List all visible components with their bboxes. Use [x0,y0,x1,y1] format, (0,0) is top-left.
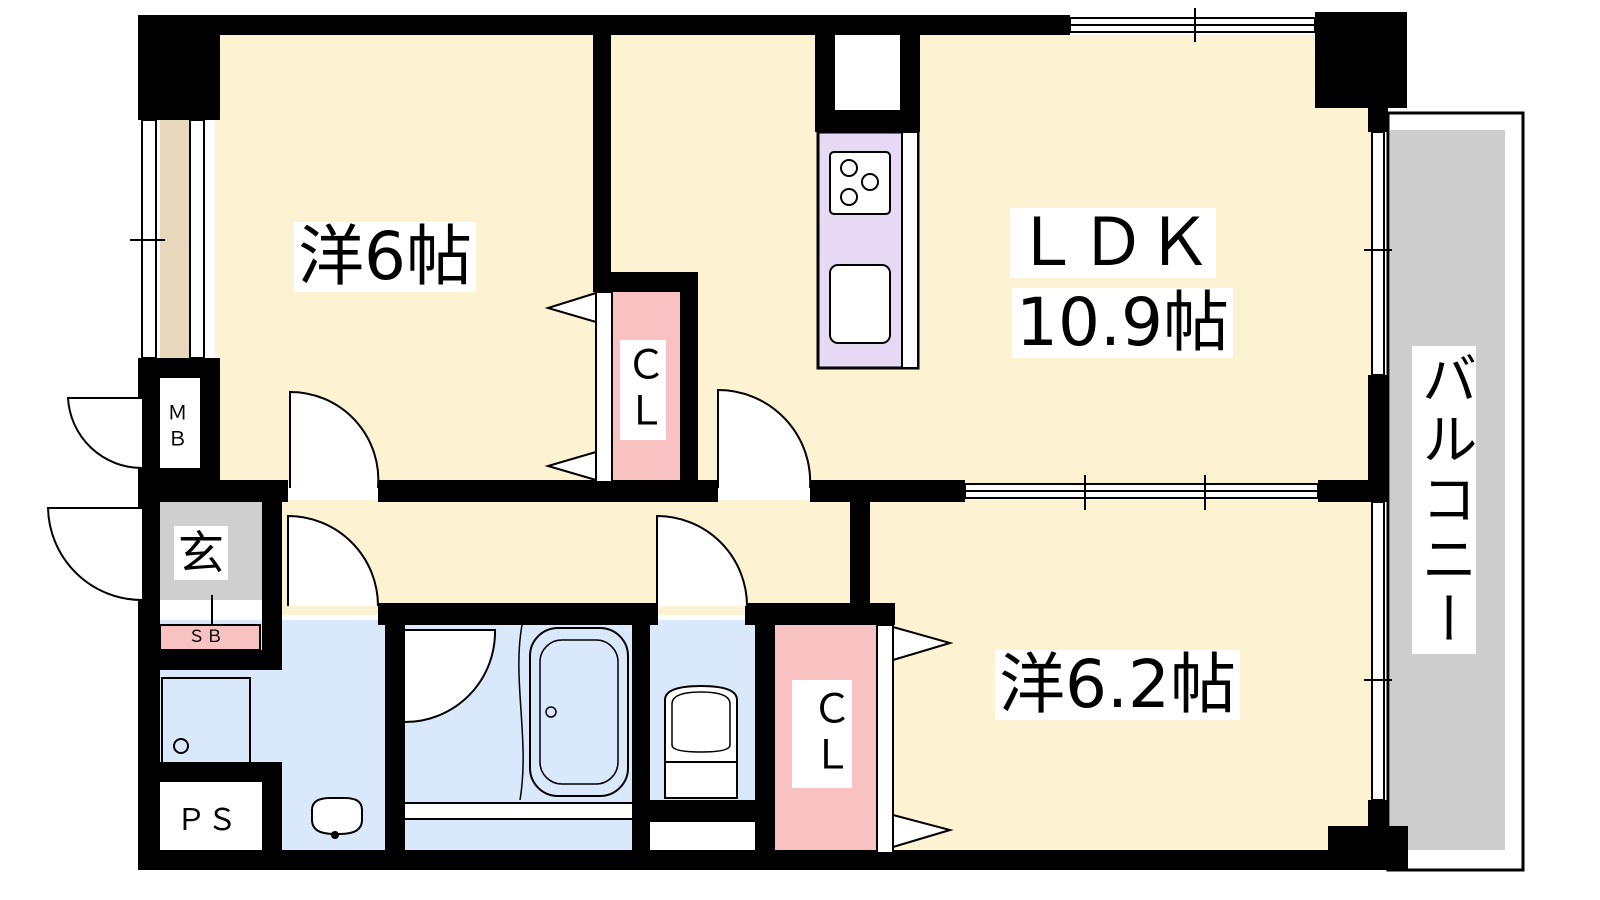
kitchen-duct-left [815,35,835,132]
wall-north [138,15,1070,35]
door-mb [66,397,143,470]
toilet-tank [664,761,738,799]
washing-machine-drain [173,738,189,754]
burner-1 [840,159,858,177]
wall-east-top [1368,100,1388,132]
door-front-entry [46,507,143,601]
wall-mid-3 [810,480,965,502]
wall-mid-4 [1318,480,1388,502]
kitchen-duct-space [835,35,900,110]
wall-genkan-east [262,500,282,660]
door-washroom [287,514,379,607]
window-east-upper [1371,131,1385,376]
bath-step [399,802,636,820]
stove-icon [829,151,891,215]
wall-mb-right [200,372,220,480]
kitchen-backsplash [901,131,919,369]
bathtub-inner [539,639,619,785]
washbasin-icon [311,797,363,835]
windows [130,8,1525,872]
window-west-frame [189,119,205,359]
washbasin-tap [331,831,339,839]
pillar-ne [1315,12,1407,108]
toilet-seat [671,691,731,753]
closet-frame-south [876,624,894,854]
wall-mid-2 [378,480,718,502]
bath-fixtures [161,624,738,839]
wall-toilet-bottom [648,800,758,822]
walls [138,12,1408,870]
closet-label-north: ＣＬ [619,340,666,440]
doors [46,291,954,854]
burner-3 [840,188,858,206]
mb-label: ＭＢ [164,402,188,454]
burner-2 [861,173,879,191]
wall-mid-1 [138,480,288,502]
closet-frame-north [595,291,613,483]
wall-bath-toilet [632,620,650,860]
bathtub-drain [545,706,557,718]
wall-wet-top-1 [378,603,658,625]
wall-east-mid [1368,375,1388,500]
mb-box [160,378,200,468]
wall-ps-right [262,762,282,860]
wall-east-bottom [1368,800,1388,860]
closet-top-wall [593,272,698,292]
balcony-railing [1386,111,1525,872]
door-bathroom [404,629,497,723]
kitchen-sink-icon [829,264,891,344]
bath-curtain [518,624,524,801]
door-ldk [717,388,812,489]
genkan-label: 玄 [174,526,228,580]
closet-label-south: ＣＬ [792,680,852,788]
door-room1 [289,390,380,489]
sb-label: ＳＢ [188,627,224,647]
wall-shoebox-bottom [138,650,282,670]
room-label-western-south: 洋6.2帖 [995,650,1240,720]
bathtub-icon [529,627,629,797]
wall-wet-top-2 [745,603,895,625]
shoe-box-fill [159,624,261,651]
kitchen-duct-right [900,35,920,132]
wall-hall-east [850,500,870,610]
wall-bath-west-top [385,625,405,725]
door-toilet [656,514,748,607]
toilet-storage [650,822,755,850]
wall-bath-west-bottom [385,725,405,855]
room-label-ldk-size: 10.9帖 [1012,288,1233,358]
window-east-lower [1371,501,1385,801]
wall-toilet-closet [755,620,775,860]
room-label-western-north: 洋6帖 [294,222,476,292]
kitchen-counter [816,130,920,370]
balcony-label: バルコニー [1412,346,1477,654]
wall-room1-ldk [593,35,611,280]
toilet-icon [664,684,738,763]
kitchen-duct-bottom [815,110,920,132]
washing-machine-icon [161,677,251,765]
pillar-nw [138,15,220,120]
ps-label: ＰＳ [176,803,238,838]
closet-right-wall [680,272,698,487]
wall-ps-top [138,762,282,782]
room-label-ldk-title: ＬＤＫ [1010,208,1216,278]
